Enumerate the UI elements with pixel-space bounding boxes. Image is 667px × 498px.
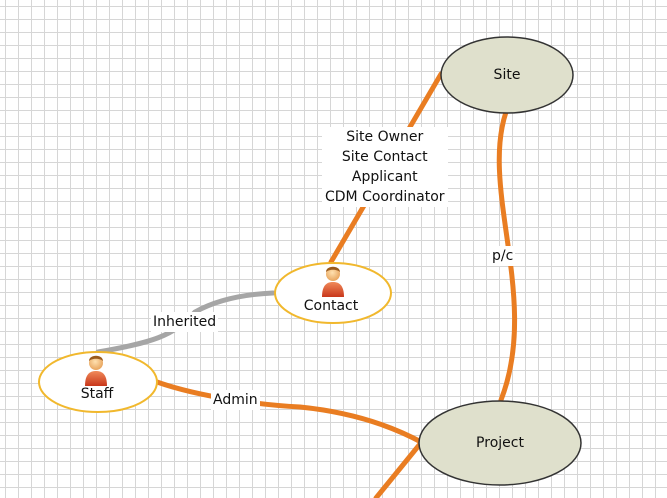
edge-project-offpage[interactable] [373, 441, 423, 498]
site-node[interactable] [440, 36, 574, 114]
role-line: Site Contact [341, 149, 428, 165]
site-project-edge-label: p/c [490, 246, 516, 266]
contact-person-icon [322, 266, 344, 297]
project-node[interactable] [418, 400, 582, 486]
staff-node-label: Staff [80, 386, 114, 402]
project-node-label: Project [476, 435, 524, 451]
role-line: Site Owner [346, 129, 424, 145]
role-line: CDM Coordinator [325, 189, 445, 205]
edge-staff-project[interactable] [154, 379, 426, 446]
contact-node-label: Contact [303, 298, 359, 314]
staff-project-edge-label: Admin [211, 390, 260, 410]
staff-contact-edge-label: Inherited [151, 312, 219, 332]
site-node-label: Site [493, 67, 521, 83]
contact-site-roles-label: Site Owner Site Contact Applicant CDM Co… [322, 127, 448, 207]
staff-person-icon [85, 355, 107, 386]
role-line: Applicant [351, 169, 418, 185]
